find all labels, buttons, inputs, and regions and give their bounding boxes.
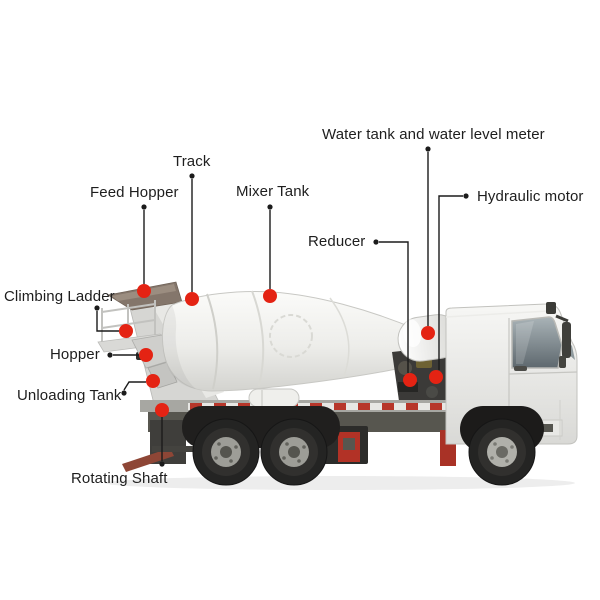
drum-seam [251, 290, 265, 387]
label-track: Track [173, 153, 211, 170]
dot-unloading-tank [121, 390, 127, 396]
marker-track [185, 292, 199, 306]
front-wheel [468, 418, 536, 486]
rotating-shaft-bar [152, 446, 204, 452]
dot-mixer-tank [267, 204, 273, 210]
drum-seam [329, 297, 350, 377]
leader-reducer [379, 241, 409, 373]
marker-feed-hopper [137, 284, 151, 298]
marker-hopper [139, 348, 153, 362]
marker-unloading-tank [146, 374, 160, 388]
dot-hydraulic-motor [463, 193, 469, 199]
drum-seam [206, 293, 219, 390]
label-rotating-shaft: Rotating Shaft [71, 470, 168, 487]
label-water-tank: Water tank and water level meter [322, 126, 545, 143]
label-dots [94, 146, 469, 467]
leader-lines [96, 152, 463, 461]
marker-reducer [403, 373, 417, 387]
dot-rotating-shaft [159, 461, 165, 467]
door-handle [514, 366, 527, 371]
marker-water-tank [421, 326, 435, 340]
drum-end-shade [162, 305, 196, 389]
mixer-drum [161, 290, 430, 392]
lower-mirror [559, 356, 566, 368]
label-mixer-tank: Mixer Tank [236, 183, 310, 200]
label-climbing-ladder: Climbing Ladder [4, 288, 115, 305]
label-unloading-tank: Unloading Tank [17, 387, 122, 404]
rear-wheel-1 [192, 418, 260, 486]
fuel-tank [248, 388, 300, 408]
marker-mixer-tank [263, 289, 277, 303]
marker-hydraulic-motor [429, 370, 443, 384]
dot-hopper [107, 352, 113, 358]
marker-rotating-shaft [155, 403, 169, 417]
marker-climbing-ladder [119, 324, 133, 338]
rear-arm [122, 448, 174, 472]
label-hopper: Hopper [50, 346, 100, 363]
dot-track [189, 173, 195, 179]
leader-climbing-ladder [96, 311, 119, 332]
dot-reducer [373, 239, 379, 245]
dot-feed-hopper [141, 204, 147, 210]
drum-emblem [269, 314, 313, 358]
label-hydraulic-motor: Hydraulic motor [477, 188, 584, 205]
label-reducer: Reducer [308, 233, 366, 250]
dot-water-tank [425, 146, 431, 152]
roof-fitting [546, 302, 556, 314]
part-markers [119, 284, 443, 417]
rear-wheel-2 [260, 418, 328, 486]
leader-unloading-tank [123, 381, 146, 391]
dot-climbing-ladder [94, 305, 100, 311]
label-feed-hopper: Feed Hopper [90, 184, 179, 201]
leader-hydraulic-motor [438, 195, 463, 370]
side-mirror [562, 322, 571, 358]
mirror-arm [555, 314, 569, 323]
